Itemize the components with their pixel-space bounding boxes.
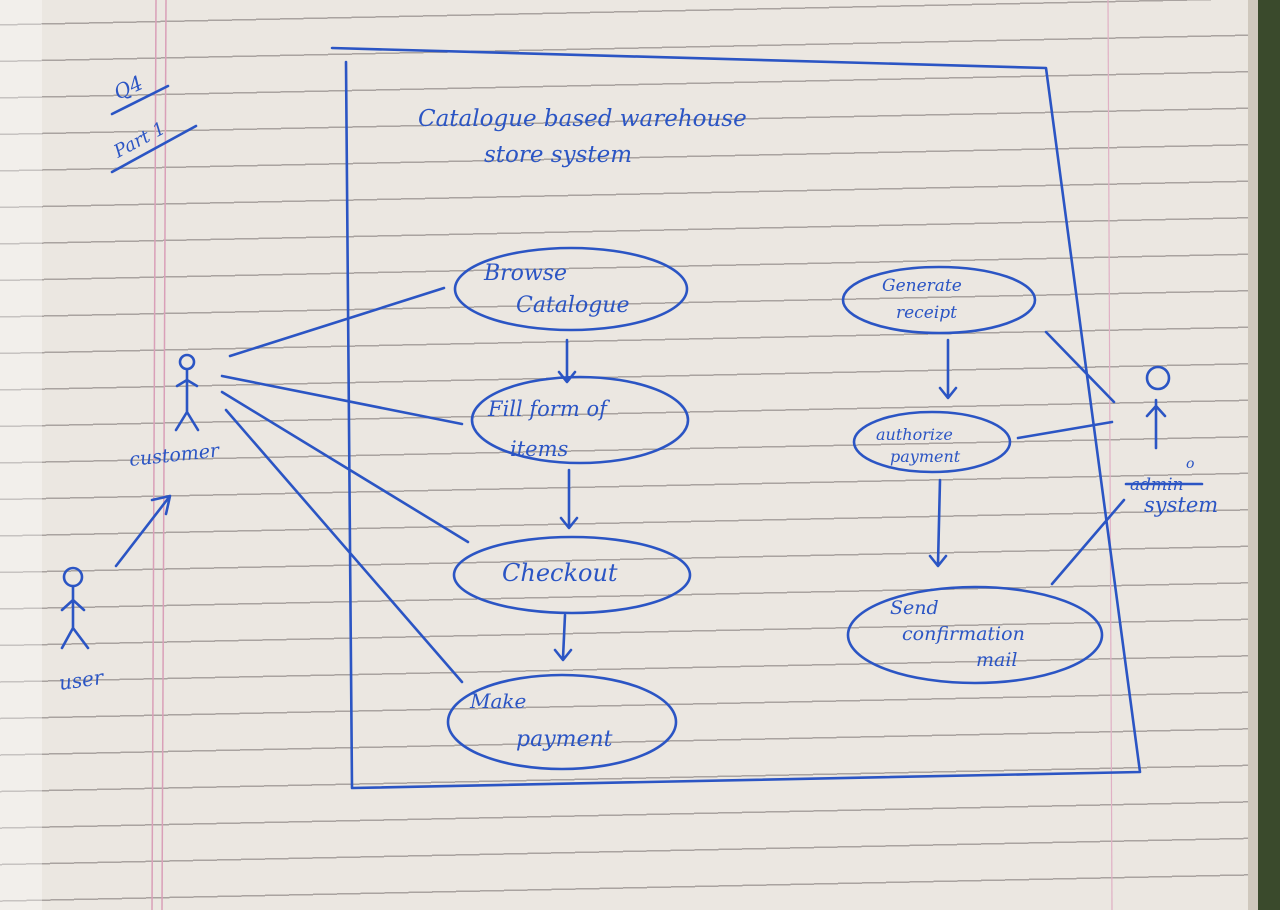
usecase-ellipse: [841, 265, 1037, 335]
usecase-send-confirmation-mail: Send confirmation mail: [846, 585, 1104, 685]
usecase-label: Browse: [483, 261, 567, 286]
usecase-label: mail: [976, 649, 1018, 671]
system-title-line2: store system: [484, 142, 632, 168]
arrow-fill-to-checkout: [559, 468, 579, 530]
usecase-authorize-payment: authorize payment: [852, 410, 1012, 474]
usecase-make-payment: Make payment: [446, 673, 678, 771]
assoc-customer-checkout: [220, 390, 470, 544]
arrow-browse-to-fill: [557, 338, 577, 384]
assoc-customer-make-payment: [224, 408, 464, 684]
arrow-checkout-to-payment: [553, 613, 573, 662]
usecase-ellipse: [846, 585, 1104, 685]
user-to-customer-generalization: [114, 494, 172, 568]
assoc-customer-browse: [228, 286, 446, 358]
actor-body: [60, 585, 90, 650]
usecase-label: confirmation: [902, 623, 1025, 645]
usecase-ellipse: [452, 535, 692, 615]
usecase-label: items: [510, 437, 568, 461]
system-title-line1: Catalogue based warehouse: [418, 106, 747, 132]
assoc-system-authorize: [1016, 420, 1114, 440]
usecase-checkout: Checkout: [452, 535, 692, 615]
usecase-label: Generate: [882, 276, 962, 296]
arrow-receipt-to-authorize: [938, 338, 958, 400]
actor-head: [1145, 365, 1171, 391]
usecase-fill-form: Fill form of items: [470, 375, 690, 465]
usecase-label: Catalogue: [516, 293, 629, 318]
usecase-label: Checkout: [502, 559, 618, 587]
margin-note: Q4 Part 1: [110, 70, 198, 174]
question-underline: [110, 84, 170, 116]
assoc-customer-fill-form: [220, 374, 464, 426]
page-edge: [1248, 0, 1280, 910]
part-underline: [110, 124, 198, 174]
assoc-system-send-mail: [1050, 498, 1126, 586]
usecase-generate-receipt: Generate receipt: [841, 265, 1037, 335]
assoc-system-generate-receipt: [1044, 330, 1116, 404]
actor-system-mark: o: [1186, 456, 1194, 472]
usecase-ellipse: [470, 375, 690, 465]
actor-customer: customer: [128, 353, 222, 471]
actor-system: admin o system: [1124, 365, 1218, 517]
margin-line: [161, 0, 167, 910]
actor-head: [62, 566, 84, 588]
usecase-browse-catalogue: Browse Catalogue: [453, 246, 689, 332]
usecase-label: Send: [890, 597, 939, 619]
usecase-ellipse: [852, 410, 1012, 474]
actor-head: [178, 353, 196, 371]
usecase-label: payment: [516, 727, 613, 752]
actor-user-label: user: [57, 665, 106, 695]
arrow-authorize-to-send: [928, 478, 948, 568]
actor-system-label: system: [1144, 493, 1218, 517]
usecase-label: Make: [469, 689, 526, 713]
actor-body: [174, 368, 200, 432]
page-binding-strip: [0, 0, 42, 910]
usecase-ellipse: [446, 673, 678, 771]
usecase-label: authorize: [876, 425, 953, 444]
usecase-ellipse: [453, 246, 689, 332]
actor-customer-label: customer: [128, 439, 222, 470]
right-margin-line: [1107, 0, 1113, 910]
actor-body: [1145, 398, 1167, 450]
system-boundary: [330, 46, 1142, 790]
actor-user: user: [57, 566, 106, 695]
usecase-label: payment: [890, 447, 961, 466]
usecase-label: Fill form of: [487, 397, 610, 421]
margin-line: [151, 0, 157, 910]
usecase-label: receipt: [896, 303, 957, 323]
